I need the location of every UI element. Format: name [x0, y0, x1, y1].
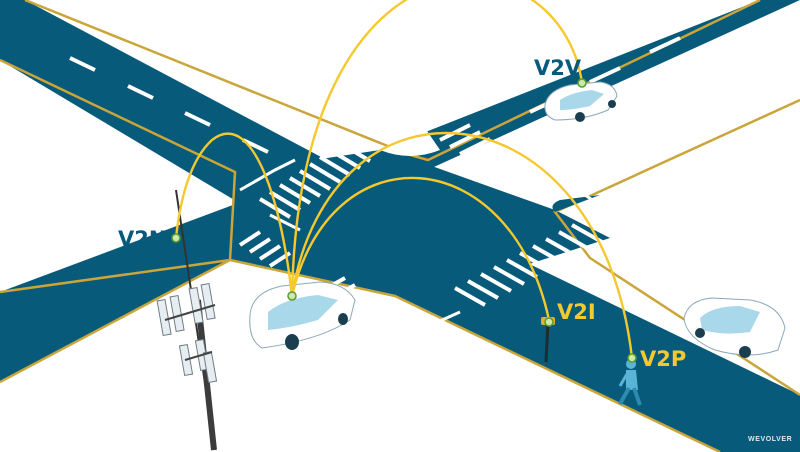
- car-main-icon: [249, 281, 356, 350]
- crosswalk-east: [439, 123, 551, 198]
- link-nodes: [171, 78, 637, 363]
- link-v2n: [174, 132, 294, 297]
- link-v2v: [290, 0, 584, 297]
- car-v2v-icon: [544, 81, 618, 122]
- stop-lines: [239, 158, 621, 332]
- link-v2p: [290, 131, 634, 359]
- brand-watermark: WEVOLVER: [748, 436, 792, 443]
- node-v2n: [171, 233, 181, 243]
- node-v2p: [627, 353, 637, 363]
- v2x-links: [174, 0, 634, 359]
- cell-tower-icon: [156, 189, 218, 451]
- node-v2i: [544, 317, 554, 327]
- link-v2i: [290, 176, 551, 321]
- label-v2i: V2I: [557, 300, 596, 324]
- node-v2v: [577, 78, 587, 88]
- pedestrian-icon: [618, 359, 642, 406]
- label-v2p: V2P: [640, 347, 686, 371]
- label-v2v: V2V: [534, 56, 582, 80]
- car-right-icon: [683, 297, 786, 358]
- label-v2n: V2N: [118, 227, 166, 251]
- node-car-main: [287, 291, 297, 301]
